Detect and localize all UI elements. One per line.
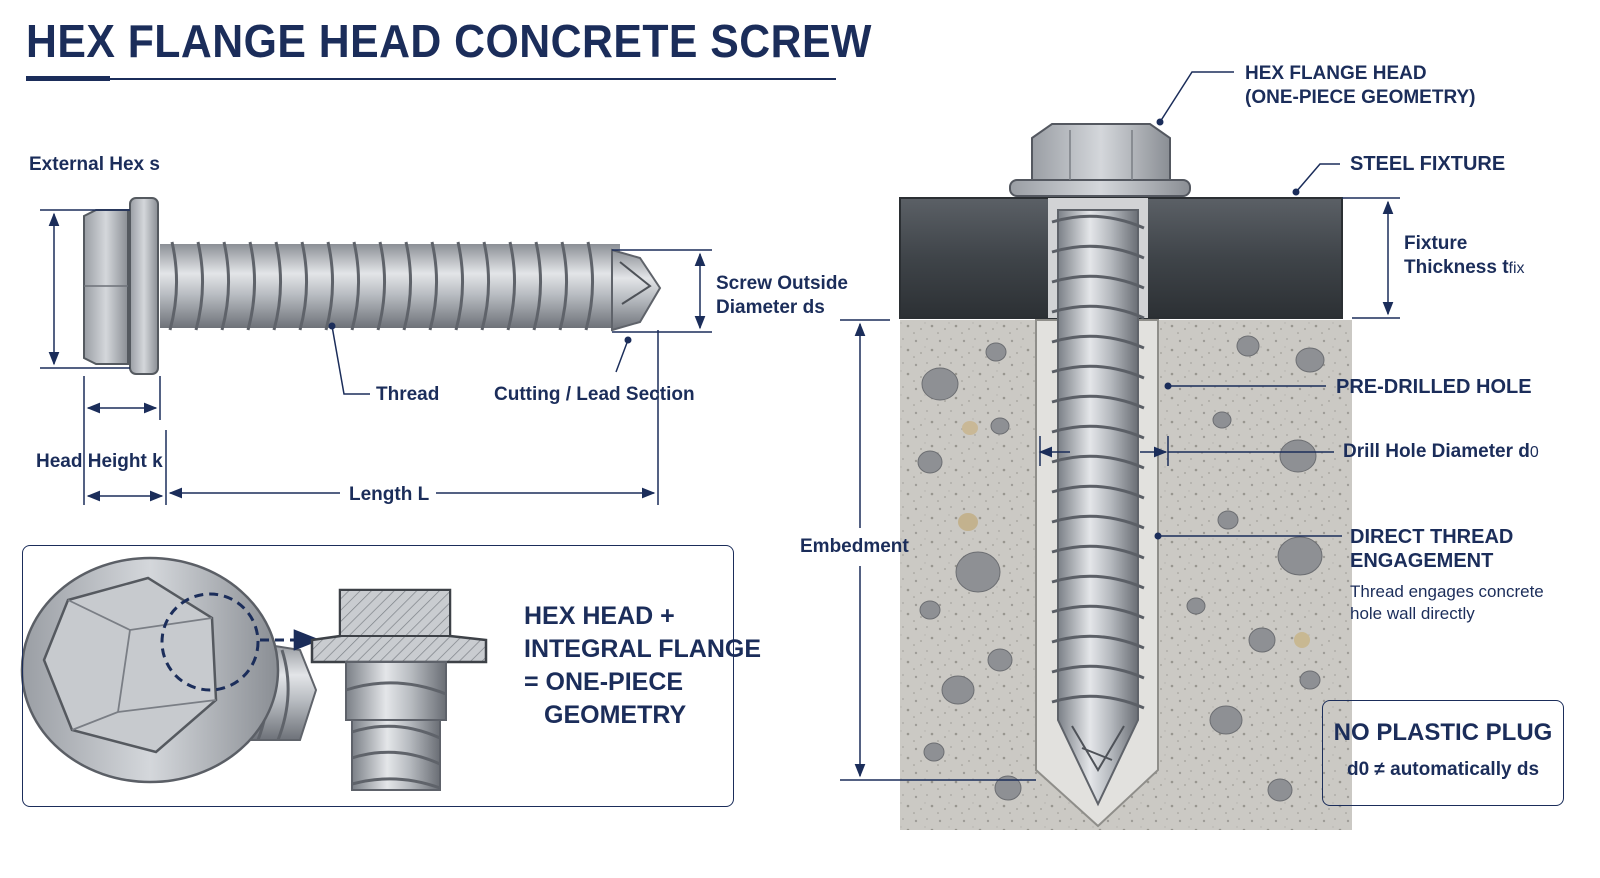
fixture-thickness-subscript: fix <box>1508 260 1525 277</box>
detail-perspective-head <box>20 556 321 784</box>
thread-label: Thread <box>376 384 440 405</box>
hex-flange-head-label: HEX FLANGE HEAD <box>1245 63 1427 84</box>
screw-outside-diameter-label-1: Screw Outside <box>716 273 848 294</box>
length-label: Length L <box>349 484 430 505</box>
cutting-tip <box>611 248 662 332</box>
one-piece-geometry-label: (ONE-PIECE GEOMETRY) <box>1245 87 1476 108</box>
side-flange <box>129 197 159 375</box>
equation-line-1: HEX HEAD + <box>524 602 675 630</box>
installed-screw-shaft <box>1057 209 1139 807</box>
embedment-label: Embedment <box>800 536 909 557</box>
aggregate-stones <box>917 335 1325 802</box>
hex-perspective <box>42 576 218 754</box>
page-title: HEX FLANGE HEAD CONCRETE SCREW <box>26 15 872 67</box>
detail-circle <box>160 592 260 692</box>
installed-thread-crests <box>1051 214 1145 710</box>
external-hex-label: External Hex s <box>29 154 160 175</box>
fixture-thickness-label-2: Thickness tfix <box>1404 256 1525 281</box>
drill-hole-diameter-text: Drill Hole Diameter d <box>1343 441 1530 462</box>
thread-crests <box>168 241 594 331</box>
installed-view <box>899 123 1352 830</box>
head-height-label: Head Height k <box>36 451 163 472</box>
detail-section-cut <box>310 588 488 791</box>
no-plastic-plug-title: NO PLASTIC PLUG <box>1333 719 1553 746</box>
detail-box <box>22 545 734 807</box>
title-underline <box>26 78 836 80</box>
direct-thread-label-2: ENGAGEMENT <box>1350 550 1494 572</box>
pre-drilled-hole-label: PRE-DRILLED HOLE <box>1336 376 1532 398</box>
drill-hole-diameter-subscript: 0 <box>1529 444 1539 461</box>
side-view-screw <box>83 197 662 375</box>
screw-shaft <box>160 244 620 328</box>
one-piece-equation: HEX HEAD + INTEGRAL FLANGE = ONE-PIECE G… <box>524 600 761 732</box>
title-underline-accent <box>26 76 110 81</box>
direct-thread-label-1: DIRECT THREAD <box>1350 526 1514 548</box>
steel-fixture-label: STEEL FIXTURE <box>1350 153 1506 175</box>
direct-thread-note-2: hole wall directly <box>1350 604 1475 623</box>
no-plastic-plug-callout: NO PLASTIC PLUG d0 ≠ automatically ds <box>1322 700 1564 806</box>
fixture-thickness-label-1: Fixture <box>1404 233 1468 254</box>
fixture-thickness-text: Thickness t <box>1404 257 1509 278</box>
installed-dimension-lines <box>840 71 1400 781</box>
screw-outside-diameter-label-2: Diameter ds <box>716 297 825 318</box>
side-hex-head <box>83 209 129 365</box>
equation-line-2: INTEGRAL FLANGE <box>524 635 762 663</box>
installed-flange <box>1009 179 1191 197</box>
equation-line-4: GEOMETRY <box>544 701 687 729</box>
installed-hex-head <box>1031 123 1171 181</box>
direct-thread-note-1: Thread engages concrete <box>1350 582 1544 601</box>
drill-hole-diameter-label: Drill Hole Diameter d0 <box>1343 440 1539 465</box>
cutting-lead-label: Cutting / Lead Section <box>494 384 695 405</box>
side-dimension-lines <box>40 209 712 505</box>
diameter-relation: d0 ≠ automatically ds <box>1346 759 1540 780</box>
equation-line-3: = ONE-PIECE <box>524 668 684 696</box>
